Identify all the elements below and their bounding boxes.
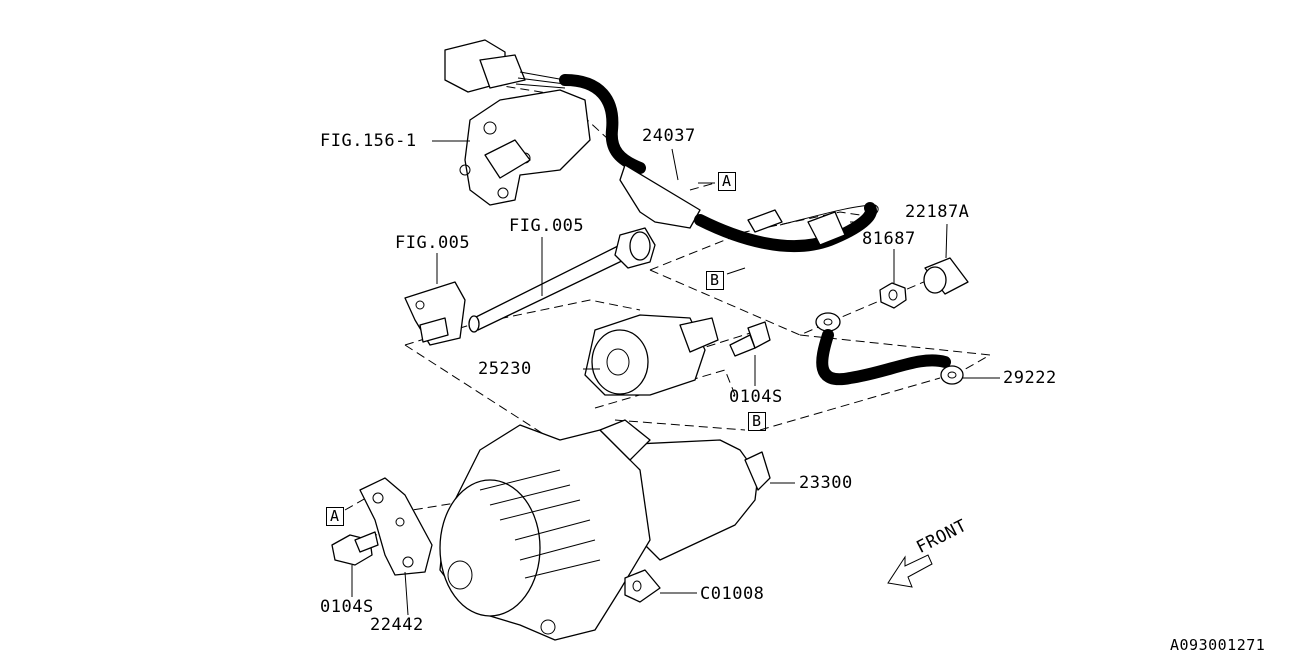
bolt-0104S-bottom	[331, 531, 379, 566]
solenoid-25230	[584, 314, 719, 396]
starter-23300	[439, 419, 771, 641]
label-81687[interactable]: 81687	[862, 229, 916, 249]
label-22187A[interactable]: 22187A	[905, 202, 970, 222]
sensor-bracket	[444, 39, 591, 206]
ref-box-b-mid: B	[748, 412, 766, 431]
front-arrow	[887, 554, 933, 588]
label-25230[interactable]: 25230	[478, 359, 532, 379]
label-29222[interactable]: 29222	[1003, 368, 1057, 388]
label-22442[interactable]: 22442	[370, 615, 424, 635]
ref-box-b-top: B	[706, 271, 724, 290]
label-fig156[interactable]: FIG.156-1	[320, 131, 417, 151]
diagram-id: A093001271	[1170, 636, 1266, 654]
label-C01008[interactable]: C01008	[700, 584, 765, 604]
washer-C01008	[624, 569, 661, 603]
label-23300[interactable]: 23300	[799, 473, 853, 493]
ref-box-a-bottom: A	[326, 507, 344, 526]
cap-22187A	[923, 257, 969, 295]
leader-lines	[351, 140, 1000, 616]
label-0104S-bottom[interactable]: 0104S	[320, 597, 374, 617]
label-fig005-left[interactable]: FIG.005	[395, 233, 471, 253]
label-0104S-center[interactable]: 0104S	[729, 387, 783, 407]
small-bolt-center	[729, 321, 771, 357]
label-fig005-center[interactable]: FIG.005	[509, 216, 585, 236]
small-bracket	[404, 281, 466, 346]
harness-24037	[515, 71, 879, 253]
long-bolt	[468, 227, 656, 333]
bracket-22442	[359, 477, 433, 576]
label-24037[interactable]: 24037	[642, 126, 696, 146]
ground-cable-29222	[815, 312, 964, 386]
nut-81687	[879, 282, 907, 309]
ref-box-a-top: A	[718, 172, 736, 191]
